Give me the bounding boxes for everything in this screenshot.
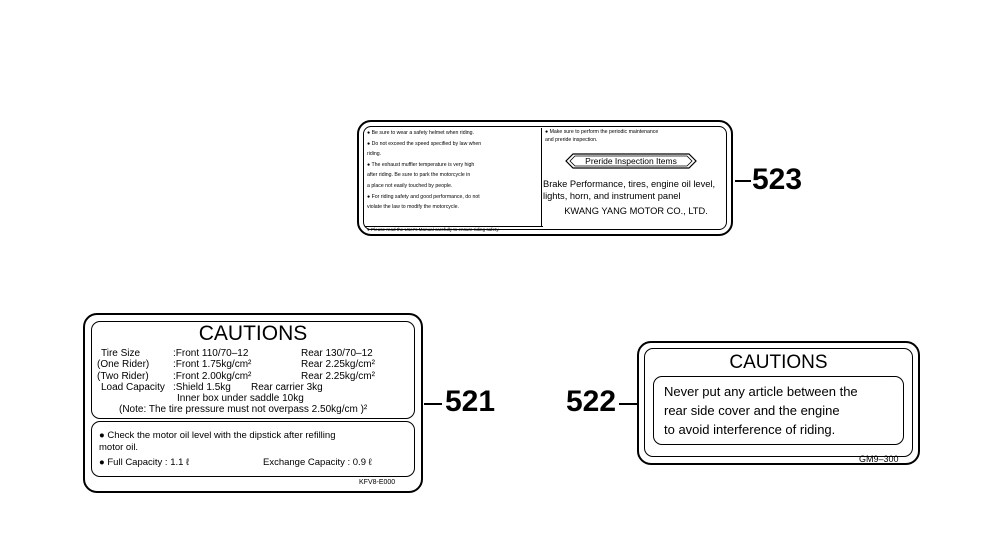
label-523-bottom-note: ● Please read the User's Manual carefull… [367, 227, 500, 232]
label-523-bottom-rule [365, 226, 543, 227]
load-shield: :Shield 1.5kg [173, 382, 231, 393]
leader-523 [735, 180, 751, 182]
one-rider-rear: Rear 2.25kg/cm² [301, 359, 375, 370]
company-name: KWANG YANG MOTOR CO., LTD. [564, 206, 708, 216]
label-521-top-panel [91, 321, 415, 419]
safety-line: riding. [367, 151, 382, 158]
pressure-note: (Note: The tire pressure must not overpa… [119, 404, 368, 415]
label-523-inner-frame [363, 126, 727, 230]
oil-check-line-1: ● Check the motor oil level with the dip… [99, 430, 336, 441]
label-522-code: GM9–300 [859, 454, 899, 464]
caution-line: Never put any article between the [664, 384, 858, 399]
two-rider-front: :Front 2.00kg/cm² [173, 371, 252, 382]
caution-line: to avoid interference of riding. [664, 422, 836, 437]
tire-size-label: Tire Size [101, 348, 141, 359]
safety-line: ● Do not exceed the speed specified by l… [367, 140, 482, 147]
safety-line: ● Be sure to wear a safety helmet when r… [367, 130, 474, 136]
label-522: CAUTIONS Never put any article between t… [637, 341, 920, 465]
exchange-capacity: Exchange Capacity : 0.9 ℓ [263, 457, 372, 468]
tire-size-rear: Rear 130/70–12 [301, 348, 373, 359]
label-523: ● Be sure to wear a safety helmet when r… [357, 120, 733, 236]
label-521-code: KFV8-E000 [359, 479, 396, 486]
part-number-522: 522 [566, 385, 617, 418]
label-523-inspection: Brake Performance, tires, engine oil lev… [543, 178, 715, 202]
one-rider-label: (One Rider) [97, 359, 150, 370]
label-523-right-top: ● Make sure to perform the periodic main… [545, 128, 658, 144]
inspection-line: lights, horn, and instrument panel [543, 191, 681, 201]
load-capacity-label: Load Capacity [101, 382, 165, 393]
safety-line: ● For riding safety and good performance… [367, 193, 480, 200]
safety-line: after riding. Be sure to park the motorc… [367, 172, 471, 179]
oil-check-line-2: motor oil. [99, 442, 139, 453]
inspection-line: Brake Performance, tires, engine oil lev… [543, 179, 716, 189]
caution-line: rear side cover and the engine [664, 403, 840, 418]
one-rider-front: :Front 1.75kg/cm² [173, 359, 252, 370]
safety-line: violate the law to modify the motorcycle… [367, 204, 459, 211]
part-number-523: 523 [752, 163, 803, 196]
leader-522 [619, 403, 637, 405]
two-rider-label: (Two Rider) [97, 371, 149, 382]
safety-line: ● The exhaust muffler temperature is ver… [367, 161, 475, 168]
maintenance-line: ● Make sure to perform the periodic main… [545, 129, 659, 135]
preride-banner [565, 153, 697, 169]
two-rider-rear: Rear 2.25kg/cm² [301, 371, 375, 382]
label-522-title: CAUTIONS [729, 352, 828, 373]
label-522-frame [644, 348, 913, 457]
tire-size-front: :Front 110/70–12 [173, 348, 249, 359]
safety-line: a place not easily touched by people. [367, 182, 453, 189]
full-capacity: ● Full Capacity : 1.1 ℓ [99, 457, 190, 468]
load-rear-carrier: Rear carrier 3kg [251, 382, 323, 393]
maintenance-line: and preride inspection. [545, 137, 598, 143]
preride-title: Preride Inspection Items [585, 156, 677, 166]
leader-521 [424, 403, 442, 405]
label-521: CAUTIONS Tire Size :Front 110/70–12 Rear… [83, 313, 423, 493]
label-522-text-panel: Never put any article between the rear s… [653, 376, 904, 445]
load-inner-box: Inner box under saddle 10kg [177, 393, 304, 404]
label-523-divider [541, 128, 542, 226]
label-521-bottom-panel [91, 421, 415, 477]
part-number-521: 521 [445, 385, 496, 418]
label-521-title: CAUTIONS [198, 322, 308, 345]
label-523-left-text: ● Be sure to wear a safety helmet when r… [367, 128, 481, 213]
